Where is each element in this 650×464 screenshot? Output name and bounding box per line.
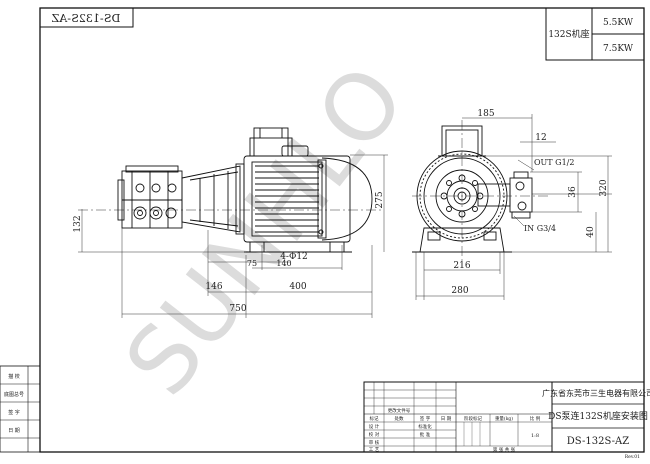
outlet-label: OUT G1/2 [534, 158, 574, 167]
inlet-label: IN G3/4 [524, 224, 556, 233]
dim-12: 12 [535, 133, 546, 143]
weight-header: 重量(kg) [495, 415, 513, 422]
dim-400: 400 [289, 282, 306, 292]
power-7-5kw: 7.5KW [603, 44, 634, 54]
role-process: 工 艺 [369, 447, 380, 453]
end-view-dim-labels: 185 12 OUT G1/2 IN G3/4 36 320 40 216 28… [451, 109, 609, 296]
terminal-box-end [438, 125, 486, 157]
header-count: 处数 [395, 415, 404, 422]
title-block-text: 广东省东莞市三生电器有限公司 DS泵连132S机座安装图 DS-132S-AZ … [369, 388, 650, 460]
title-block [363, 381, 645, 453]
header-mark: 标记 [370, 415, 379, 422]
strip-label-0: 描 校 [8, 373, 20, 380]
role-design: 设 计 [369, 423, 380, 430]
header-change-doc: 更改文件号 [388, 407, 411, 414]
role-check: 校 对 [369, 431, 380, 438]
header-date: 日 期 [441, 416, 452, 422]
dim-280: 280 [451, 286, 468, 296]
scale-value: 1:8 [531, 433, 539, 439]
scale-header: 比 例 [530, 415, 541, 422]
left-margin-strip: 描 校 底图总号 签 字 日 期 [0, 365, 41, 453]
mirrored-drawing-code: DS-132S-AZ [51, 12, 120, 25]
dim-140: 140 [276, 259, 291, 268]
role-review: 审 核 [369, 439, 380, 446]
dim-216: 216 [453, 261, 470, 271]
side-view-pump-motor [78, 127, 384, 253]
power-5-5kw: 5.5KW [603, 18, 634, 28]
terminal-box [249, 127, 309, 157]
watermark-text: SUNHLO [105, 46, 426, 415]
role-approve: 批 准 [420, 431, 431, 438]
dim-275: 275 [375, 191, 385, 208]
dim-40: 40 [586, 226, 596, 238]
strip-label-1: 底图总号 [4, 391, 24, 398]
dim-750: 750 [229, 304, 246, 314]
strip-label-2: 签 字 [8, 409, 20, 416]
dim-132: 132 [73, 215, 83, 232]
frame-power-table: 132S机座 5.5KW 7.5KW [545, 7, 645, 61]
dim-36: 36 [568, 186, 578, 198]
mirrored-code-box: DS-132S-AZ [39, 7, 134, 28]
dim-4-phi12: 4-Φ12 [280, 252, 308, 262]
pump-end-projection [477, 171, 533, 219]
dim-75: 75 [247, 259, 257, 268]
drawing-code: DS-132S-AZ [567, 436, 630, 447]
motor-fan-cover [416, 150, 508, 242]
motor-body [243, 155, 373, 243]
dim-185: 185 [477, 109, 494, 119]
dim-146: 146 [205, 282, 222, 292]
strip-label-3: 日 期 [8, 428, 20, 434]
drawing-title: DS泵连132S机座安装图 [548, 410, 648, 422]
drawing-border [39, 7, 645, 453]
header-sign: 签 字 [420, 415, 431, 422]
dim-320: 320 [599, 179, 609, 196]
role-standardize: 标准化 [418, 423, 432, 430]
end-view-pump-motor [412, 120, 548, 262]
sheet-count: 第 张 共 张 [493, 446, 516, 453]
pump-head [117, 165, 183, 229]
end-view-dimensions [415, 114, 612, 300]
frame-label: 132S机座 [548, 28, 589, 40]
revision-label: Rev.01 [625, 454, 640, 460]
stage-header: 阶段标记 [464, 415, 482, 422]
side-view-dim-labels: 132 275 4-Φ12 75 140 146 400 750 [73, 191, 385, 314]
side-view-dimensions [78, 154, 388, 318]
company-name: 广东省东莞市三生电器有限公司 [542, 388, 650, 398]
